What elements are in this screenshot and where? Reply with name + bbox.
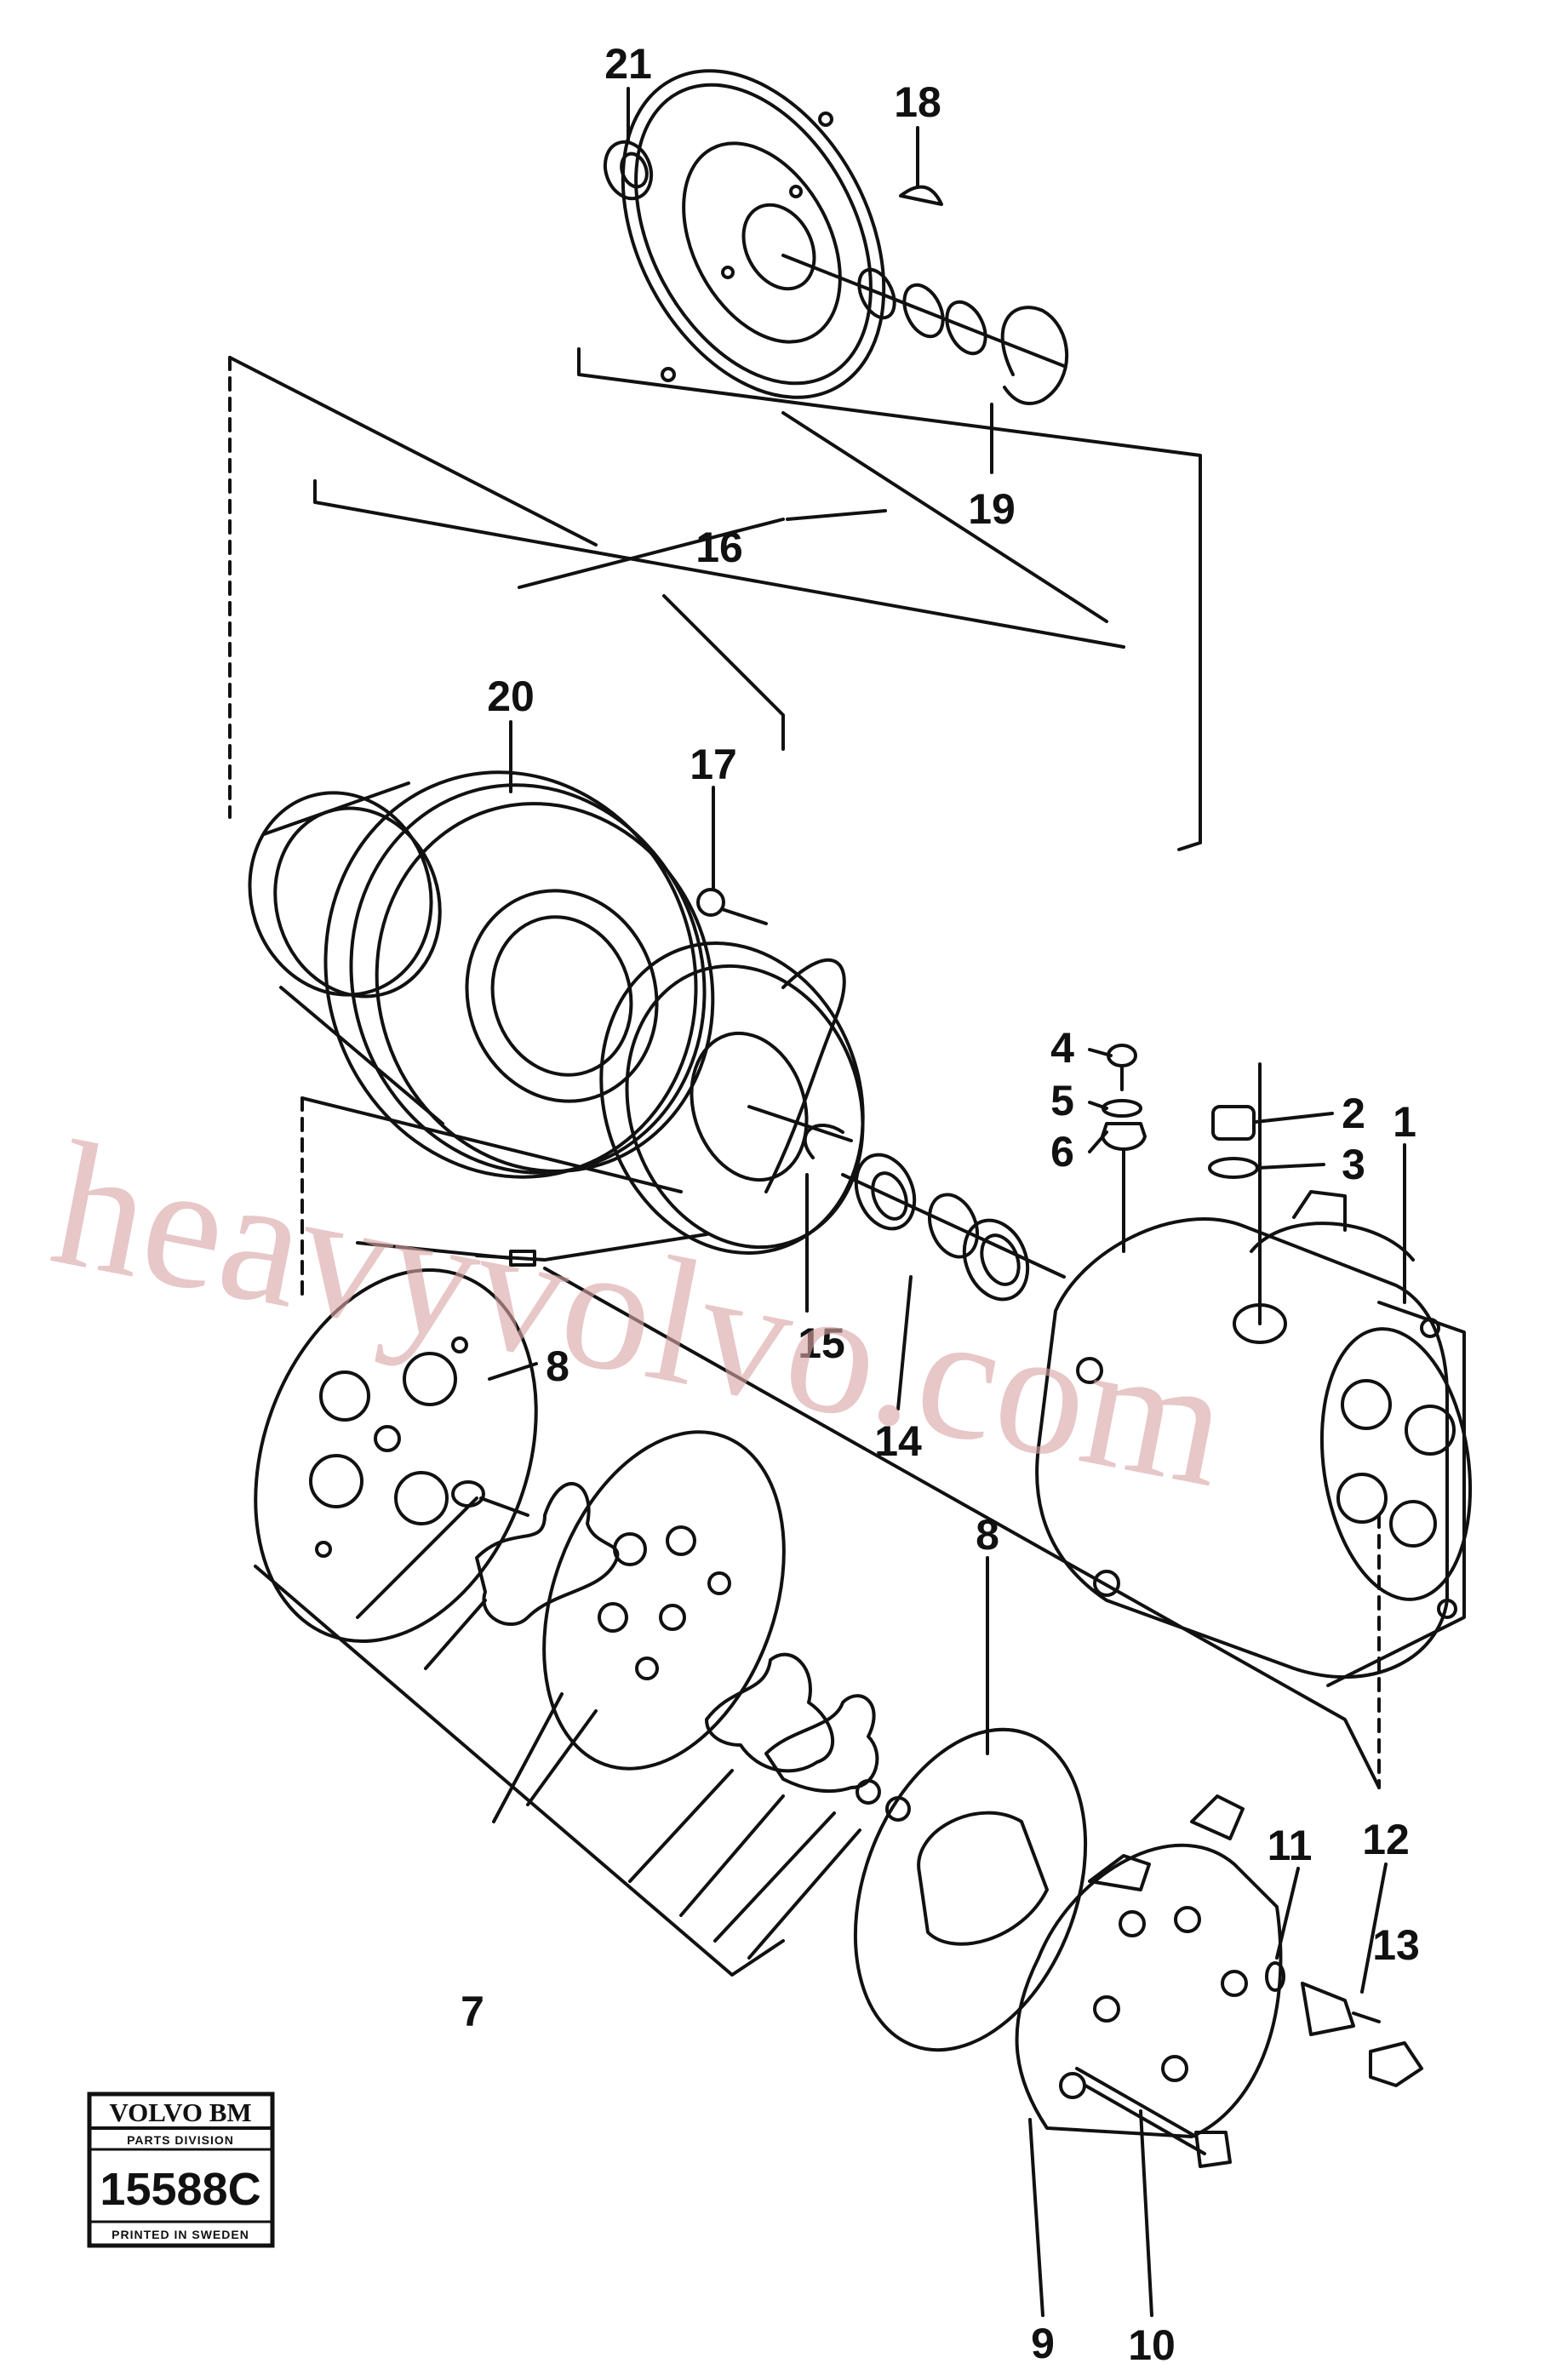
pulley xyxy=(248,770,715,1179)
callout-15: 15 xyxy=(798,1319,845,1367)
leader-lines xyxy=(488,87,1406,2317)
callout-14: 14 xyxy=(874,1417,922,1465)
seal-parts xyxy=(803,1123,1066,1302)
callout-8-upper: 8 xyxy=(546,1342,569,1390)
callout-2: 2 xyxy=(1342,1090,1365,1137)
coil-screw xyxy=(696,888,768,925)
assembly-bracket-16 xyxy=(228,347,1202,851)
oil-plug xyxy=(1208,1105,1259,1179)
callout-6: 6 xyxy=(1050,1128,1074,1176)
shaft-shims xyxy=(857,267,987,356)
front-axis-line xyxy=(781,254,1066,368)
stamp-number: 15588C xyxy=(100,2164,260,2215)
callout-20: 20 xyxy=(487,672,535,720)
callout-21: 21 xyxy=(604,40,652,88)
valve-cap xyxy=(1369,2041,1423,2087)
callout-10: 10 xyxy=(1128,2321,1176,2369)
valve-plate xyxy=(542,1430,786,1771)
field-coil xyxy=(356,941,865,1267)
callout-18: 18 xyxy=(894,78,941,126)
gasket-upper xyxy=(254,1268,538,1643)
leader-16-right xyxy=(786,509,887,521)
callout-1: 1 xyxy=(1393,1098,1416,1146)
callout-7-leaders xyxy=(254,1496,861,1977)
hub-nut xyxy=(603,140,654,201)
callout-7: 7 xyxy=(461,1988,484,2035)
callout-11: 11 xyxy=(1268,1822,1313,1869)
callout-labels: 21 18 19 16 20 17 4 5 6 2 3 1 15 14 8 8 … xyxy=(461,40,1420,2369)
callout-13: 13 xyxy=(1372,1921,1420,1969)
cylinder-head xyxy=(1015,1794,1283,2138)
callout-4: 4 xyxy=(1050,1024,1074,1072)
clutch-front-plate xyxy=(621,69,886,399)
stamp-division: PARTS DIVISION xyxy=(127,2133,234,2147)
callout-3: 3 xyxy=(1342,1141,1365,1188)
callout-17: 17 xyxy=(690,741,737,788)
gasket-lower xyxy=(853,1727,1088,2052)
callout-12: 12 xyxy=(1362,1816,1410,1863)
callout-16: 16 xyxy=(695,524,743,571)
reed-valve-upper xyxy=(475,1482,620,1627)
head-bolt xyxy=(1075,2067,1232,2168)
callout-5: 5 xyxy=(1050,1077,1074,1124)
callout-8-lower: 8 xyxy=(976,1511,999,1559)
small-nuts xyxy=(856,1779,911,1822)
clamp-screw-set xyxy=(1101,1044,1147,1253)
snap-ring xyxy=(1000,306,1069,405)
reed-valve-lower xyxy=(705,1652,879,1794)
leader-16-left xyxy=(518,518,785,589)
stamp-printed: PRINTED IN SWEDEN xyxy=(112,2228,249,2241)
woodruff-key xyxy=(899,185,943,206)
volvo-bm-stamp: VOLVO BM PARTS DIVISION 15588C PRINTED I… xyxy=(87,2091,275,2248)
callout-19: 19 xyxy=(968,485,1016,533)
callout-9: 9 xyxy=(1031,2320,1055,2367)
stamp-brand: VOLVO BM xyxy=(109,2097,251,2127)
service-valve xyxy=(1265,1961,1381,2036)
assembly-bracket-lower xyxy=(300,1096,1381,1789)
